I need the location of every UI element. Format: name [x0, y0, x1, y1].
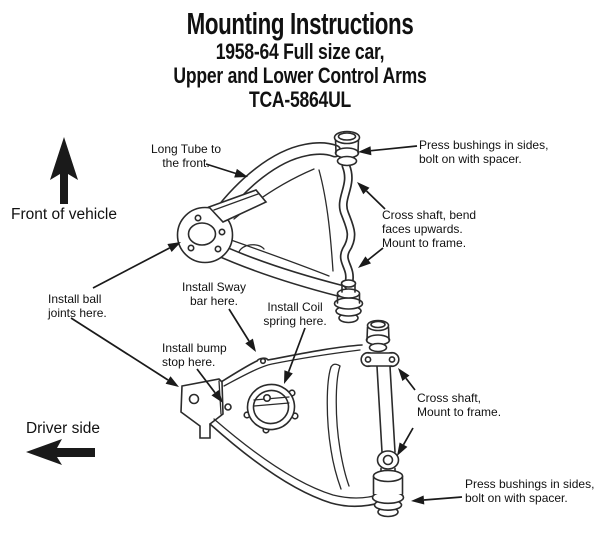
- sway-bar-dome: [238, 244, 265, 253]
- lower-control-arm-drawing: [180, 319, 405, 518]
- sway-bar-hole: [259, 357, 267, 365]
- label-cross-shaft-lower: Cross shaft, Mount to frame.: [417, 391, 502, 419]
- label-install-bump-stop: Install bump stop here.: [162, 341, 227, 369]
- lower-arm-bottom-edge: [209, 423, 387, 508]
- lower-cross-shaft: [360, 319, 405, 518]
- label-cross-shaft-upper: Cross shaft, bend faces upwards. Mount t…: [382, 208, 477, 250]
- arrow-sway-bar: [228, 308, 256, 352]
- arrow-cross-shaft-upper-top: [357, 182, 386, 210]
- front-of-vehicle-label: Front of vehicle: [11, 206, 117, 223]
- arrow-cross-shaft-lower-bottom: [397, 427, 414, 456]
- lower-ball-joint-plate: [180, 378, 224, 439]
- label-press-bushings-lower: Press bushings in sides, bolt on with sp…: [465, 477, 595, 505]
- subtitle-parts: Upper and Lower Control Arms: [173, 63, 427, 88]
- upper-bottom-bushing: [333, 279, 364, 324]
- bump-stop-hole: [224, 403, 232, 411]
- arrow-bump-stop: [196, 368, 223, 403]
- arrow-cross-shaft-upper-bottom: [358, 247, 384, 268]
- arrow-press-bushings-upper: [358, 145, 418, 156]
- part-number: TCA-5864UL: [248, 87, 352, 112]
- label-install-sway-bar: Install Sway bar here.: [181, 280, 247, 308]
- driver-side-arrow-icon: [26, 439, 95, 465]
- label-press-bushings-upper: Press bushings in sides, bolt on with sp…: [419, 138, 549, 166]
- subtitle-year: 1958-64 Full size car,: [215, 39, 385, 64]
- arrow-press-bushings-lower: [411, 495, 463, 505]
- arrow-ball-joint-lower: [70, 317, 179, 387]
- label-install-coil-spring: Install Coil spring here.: [263, 300, 327, 328]
- page-title: Mounting Instructions: [186, 6, 414, 41]
- upper-control-arm-drawing: [176, 130, 364, 324]
- arrow-coil-spring: [284, 327, 306, 384]
- label-install-ball-joints: Install ball joints here.: [48, 292, 107, 320]
- driver-side-label: Driver side: [25, 420, 101, 437]
- arrow-long-tube: [205, 163, 248, 178]
- tube-bracket: [207, 189, 268, 223]
- arrow-ball-joint-upper: [92, 242, 181, 289]
- arrow-cross-shaft-lower-top: [398, 368, 416, 391]
- coil-spring-seat: [243, 383, 299, 434]
- label-long-tube: Long Tube to the front.: [150, 142, 222, 170]
- front-of-vehicle-arrow-icon: [50, 137, 78, 204]
- upper-top-bushing: [333, 130, 361, 167]
